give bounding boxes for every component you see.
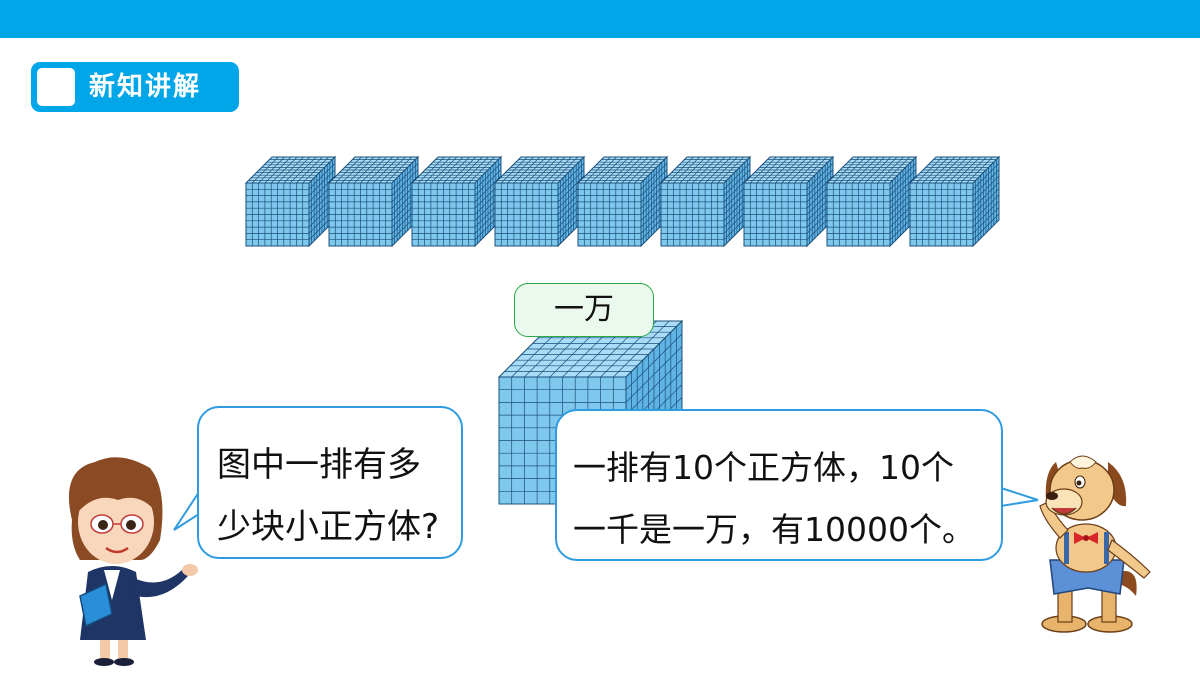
teacher-bubble-tail: [173, 488, 200, 531]
dog-speech-line: 一千是一万，有10000个。: [573, 510, 975, 549]
teacher-character: [68, 457, 198, 666]
thousand-cube: [576, 155, 669, 248]
teacher-speech-line: 图中一排有多: [217, 445, 421, 485]
thousand-cube: [244, 155, 337, 248]
thousand-cube: [742, 155, 835, 248]
dog-bubble-tail: [1000, 486, 1039, 508]
thousand-cube-row: [244, 155, 1001, 248]
section-tag: 新知讲解: [31, 62, 239, 112]
dog-speech-bubble: 一排有10个正方体，10个 一千是一万，有10000个。: [555, 409, 1003, 561]
dog-character: [1039, 455, 1151, 633]
teacher-speech-bubble: 图中一排有多 少块小正方体?: [197, 406, 463, 559]
thousand-cube: [493, 155, 586, 248]
teacher-speech-line: 少块小正方体?: [217, 507, 440, 547]
thousand-cube: [908, 155, 1001, 248]
section-title: 新知讲解: [89, 72, 202, 102]
thousand-cube: [410, 155, 503, 248]
thousand-cube: [825, 155, 918, 248]
top-banner: [0, 0, 1200, 38]
thousand-cube: [327, 155, 420, 248]
dog-speech-line: 一排有10个正方体，10个: [573, 448, 954, 487]
tag-square-icon: [37, 68, 75, 106]
thousand-cube: [659, 155, 752, 248]
ten-thousand-label: 一万: [514, 283, 654, 337]
